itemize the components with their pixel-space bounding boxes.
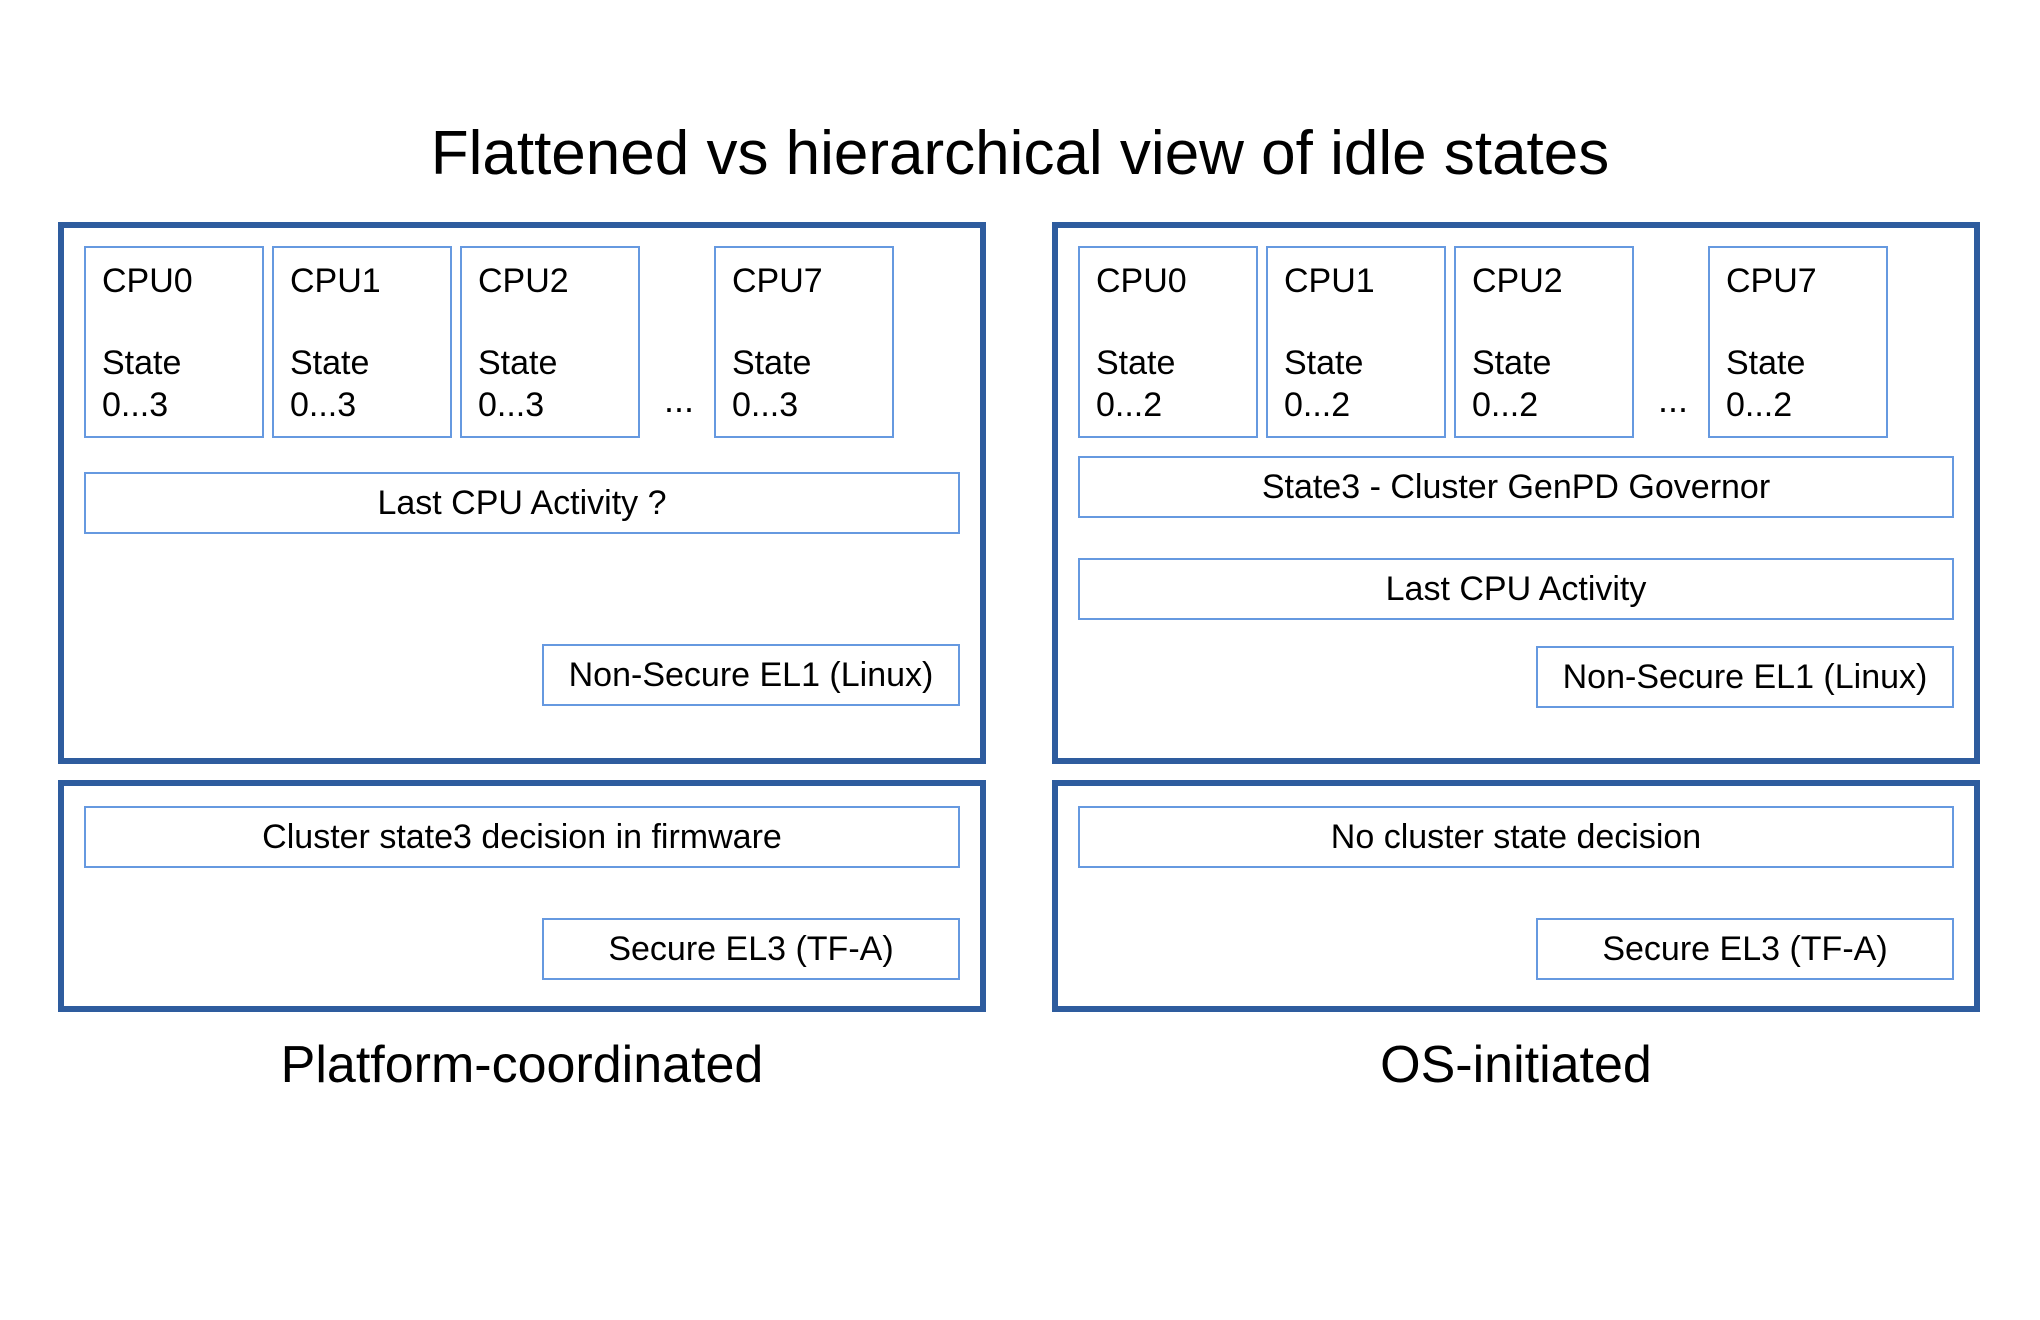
left-secure-el3-badge: Secure EL3 (TF-A) xyxy=(542,918,960,980)
cpu-box-left-0: CPU0 State 0...3 xyxy=(84,246,264,438)
cpu-state-range: 0...2 xyxy=(1472,386,1539,424)
left-cpu-row: CPU0 State 0...3 CPU1 State 0...3 CPU2 S… xyxy=(84,246,960,442)
right-secure-el3-badge: Secure EL3 (TF-A) xyxy=(1536,918,1954,980)
right-cluster-decision-bar: No cluster state decision xyxy=(1078,806,1954,868)
cpu-state-label: State xyxy=(478,344,558,382)
cpu-label: CPU7 xyxy=(732,262,823,300)
cpu-label: CPU0 xyxy=(1096,262,1187,300)
cpu-box-right-0: CPU0 State 0...2 xyxy=(1078,246,1258,438)
left-nonsecure-el1-panel: CPU0 State 0...3 CPU1 State 0...3 CPU2 S… xyxy=(58,222,986,764)
cpu-label: CPU1 xyxy=(1284,262,1375,300)
cpu-ellipsis-icon: ... xyxy=(1657,379,1688,420)
left-last-cpu-activity-bar: Last CPU Activity ? xyxy=(84,472,960,534)
page-title: Flattened vs hierarchical view of idle s… xyxy=(430,119,1610,188)
cpu-state-label: State xyxy=(1726,344,1806,382)
cpu-label: CPU2 xyxy=(478,262,569,300)
cpu-box-left-7: CPU7 State 0...3 xyxy=(714,246,894,438)
right-cluster-genpd-governor-bar: State3 - Cluster GenPD Governor xyxy=(1078,456,1954,518)
cpu-state-range: 0...2 xyxy=(1096,386,1163,424)
right-nonsecure-el1-badge: Non-Secure EL1 (Linux) xyxy=(1536,646,1954,708)
cpu-state-range: 0...3 xyxy=(732,386,799,424)
cpu-state-label: State xyxy=(1284,344,1364,382)
cpu-label: CPU0 xyxy=(102,262,193,300)
right-nonsecure-el1-panel: CPU0 State 0...2 CPU1 State 0...2 CPU2 S… xyxy=(1052,222,1980,764)
cpu-state-range: 0...3 xyxy=(290,386,357,424)
cpu-state-label: State xyxy=(1096,344,1176,382)
cpu-state-label: State xyxy=(290,344,370,382)
caption-platform-coordinated: Platform-coordinated xyxy=(280,1036,764,1094)
caption-os-initiated: OS-initiated xyxy=(1380,1036,1652,1094)
os-initiated-column: CPU0 State 0...2 CPU1 State 0...2 CPU2 S… xyxy=(1052,222,1980,1012)
cpu-box-left-2: CPU2 State 0...3 xyxy=(460,246,640,438)
right-secure-el3-panel: No cluster state decision Secure EL3 (TF… xyxy=(1052,780,1980,1012)
cpu-label: CPU7 xyxy=(1726,262,1817,300)
cpu-state-label: State xyxy=(732,344,812,382)
cpu-label: CPU1 xyxy=(290,262,381,300)
cpu-state-range: 0...3 xyxy=(102,386,169,424)
right-last-cpu-activity-bar: Last CPU Activity xyxy=(1078,558,1954,620)
cpu-state-range: 0...2 xyxy=(1726,386,1793,424)
cpu-box-right-1: CPU1 State 0...2 xyxy=(1266,246,1446,438)
cpu-state-range: 0...3 xyxy=(478,386,545,424)
cpu-box-left-1: CPU1 State 0...3 xyxy=(272,246,452,438)
left-nonsecure-el1-badge: Non-Secure EL1 (Linux) xyxy=(542,644,960,706)
cpu-state-label: State xyxy=(1472,344,1552,382)
cpu-label: CPU2 xyxy=(1472,262,1563,300)
right-cpu-row: CPU0 State 0...2 CPU1 State 0...2 CPU2 S… xyxy=(1078,246,1954,442)
left-cluster-decision-bar: Cluster state3 decision in firmware xyxy=(84,806,960,868)
cpu-box-right-2: CPU2 State 0...2 xyxy=(1454,246,1634,438)
left-secure-el3-panel: Cluster state3 decision in firmware Secu… xyxy=(58,780,986,1012)
cpu-box-right-7: CPU7 State 0...2 xyxy=(1708,246,1888,438)
cpu-state-range: 0...2 xyxy=(1284,386,1351,424)
cpu-state-label: State xyxy=(102,344,182,382)
platform-coordinated-column: CPU0 State 0...3 CPU1 State 0...3 CPU2 S… xyxy=(58,222,986,1012)
cpu-ellipsis-icon: ... xyxy=(663,379,694,420)
